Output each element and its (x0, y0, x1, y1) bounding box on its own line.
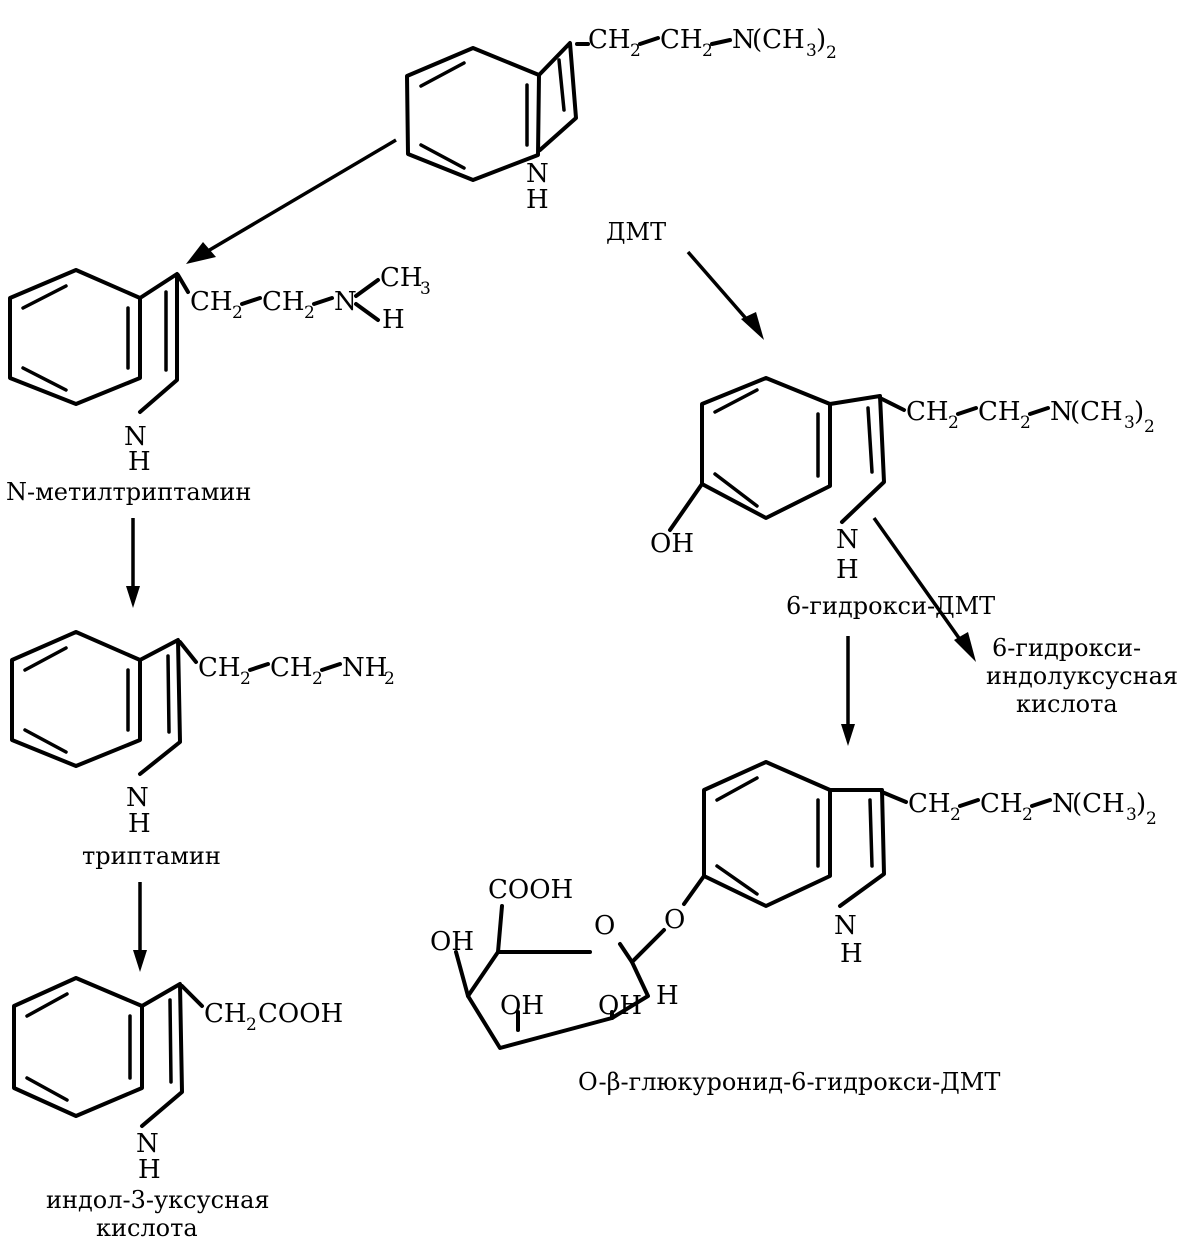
dmt-nh-n: N (526, 159, 549, 189)
arrow-6oh-to-glucuronide (841, 636, 855, 746)
glucuronide-cooh: COOH (488, 875, 573, 905)
nmt-ch2-a: CH (190, 287, 233, 317)
arrow-dmt-to-6oh (686, 250, 764, 340)
hydroxy-dmt-nh-n: N (836, 525, 859, 555)
hydroxy-dmt-close: ) (1134, 397, 1144, 427)
dmt-sub2-outer: 2 (826, 43, 837, 63)
glucuronide-sub3: 3 (1126, 805, 1137, 825)
iaa-label-line1: индол-3-уксусная (46, 1186, 270, 1214)
hydroxy-dmt-n: N (1050, 397, 1073, 427)
dmt-close: ) (816, 25, 826, 55)
glucuronide-nh-n: N (834, 911, 857, 941)
glucuronide-oh-2: OH (500, 991, 544, 1021)
nmt-sub3: 3 (420, 279, 431, 299)
tryptamine-label: триптамин (82, 842, 221, 870)
tryptamine-sub-b: 2 (312, 669, 323, 689)
dmt-structure: N H CH 2 CH 2 N (CH 3 ) 2 (405, 25, 837, 215)
arrow-tryptamine-to-iaa (133, 882, 147, 972)
hydroxy-dmt-sub3: 3 (1124, 413, 1135, 433)
glucuronide-h: H (656, 981, 679, 1011)
iaa-label-line2: кислота (96, 1214, 198, 1242)
glucuronide-label: O-β-глюкуронид-6-гидрокси-ДМТ (578, 1068, 1000, 1096)
hydroxy-dmt-sub2-outer: 2 (1144, 417, 1155, 437)
dmt-sub3: 3 (806, 41, 817, 61)
nmt-sub-a: 2 (232, 303, 243, 323)
tryptamine-sub-a: 2 (240, 669, 251, 689)
glucuronide-sub-b: 2 (1022, 805, 1033, 825)
hydroxy-dmt-sub-b: 2 (1020, 413, 1031, 433)
arrow-nmt-to-tryptamine (126, 518, 140, 608)
glucuronide-oh-3: OH (598, 991, 642, 1021)
tryptamine-structure: N H CH 2 CH 2 NH 2 (10, 630, 395, 839)
dmt-nme2: (CH (752, 25, 805, 55)
hiaa-label-line3: кислота (1016, 690, 1118, 718)
glucuronide-nme2: (CH (1072, 789, 1125, 819)
tryptamine-ch2-b: CH (270, 653, 313, 683)
glucuronide-sub-a: 2 (950, 805, 961, 825)
dmt-n: N (732, 25, 755, 55)
nmt-h: H (382, 305, 405, 335)
nmt-nh-h: H (128, 447, 151, 477)
dmt-label: ДМТ (606, 218, 666, 246)
glucuronide-nh-h: H (840, 939, 863, 969)
arrow-dmt-to-nmt (186, 138, 397, 264)
tryptamine-nh-h: H (128, 809, 151, 839)
hydroxy-dmt-oh: OH (650, 529, 694, 559)
glucuronide-ring-o: O (594, 911, 615, 941)
tryptamine-nh2: NH (342, 653, 387, 683)
glucuronide-oh-1: OH (430, 927, 474, 957)
hydroxy-dmt-label: 6-гидрокси-ДМТ (786, 592, 995, 620)
glucuronide-ch2-a: CH (908, 789, 951, 819)
dmt-ch2-b: CH (660, 25, 703, 55)
iaa-structure: N H CH 2 COOH (12, 976, 343, 1185)
nmt-ch3: CH (380, 263, 423, 293)
dmt-sub-a: 2 (630, 41, 641, 61)
dmt-nh-h: H (526, 185, 549, 215)
iaa-ch2: CH (204, 999, 247, 1029)
iaa-nh-n: N (136, 1129, 159, 1159)
dmt-ch2-a: CH (588, 25, 631, 55)
nmt-ch2-b: CH (262, 287, 305, 317)
glucuronide-structure: N H CH 2 CH 2 N (CH 3 ) 2 O O COOH OH OH… (430, 760, 1157, 1050)
glucuronide-n: N (1052, 789, 1075, 819)
tryptamine-nh-n: N (126, 783, 149, 813)
hydroxy-dmt-structure: OH N H CH 2 CH 2 N (CH 3 ) 2 (650, 376, 1155, 585)
tryptamine-ch2-a: CH (198, 653, 241, 683)
tryptamine-nh2-sub: 2 (384, 669, 395, 689)
iaa-nh-h: H (138, 1155, 161, 1185)
iaa-cooh: COOH (258, 999, 343, 1029)
hydroxy-dmt-sub-a: 2 (948, 413, 959, 433)
hydroxy-dmt-ch2-b: CH (978, 397, 1021, 427)
hydroxy-dmt-ch2-a: CH (906, 397, 949, 427)
hydroxy-dmt-nme2: (CH (1070, 397, 1123, 427)
nmt-n: N (334, 287, 357, 317)
arrow-6oh-to-hiaa (872, 516, 976, 662)
hydroxy-dmt-nh-h: H (836, 555, 859, 585)
glucuronide-ch2-b: CH (980, 789, 1023, 819)
nmt-label: N-метилтриптамин (6, 478, 251, 506)
hiaa-label-line1: 6-гидрокси- (992, 634, 1141, 662)
iaa-ch2-sub: 2 (246, 1015, 257, 1035)
dmt-sub-b: 2 (702, 41, 713, 61)
nmt-nh-n: N (124, 422, 147, 452)
nmt-sub-b: 2 (304, 303, 315, 323)
glucuronide-close: ) (1136, 789, 1146, 819)
glucuronide-sub2-outer: 2 (1146, 809, 1157, 829)
glucuronide-ether-o: O (664, 905, 685, 935)
hiaa-label-line2: индолуксусная (986, 662, 1178, 690)
nmt-structure: N H CH 2 CH 2 N CH 3 H (8, 263, 431, 477)
